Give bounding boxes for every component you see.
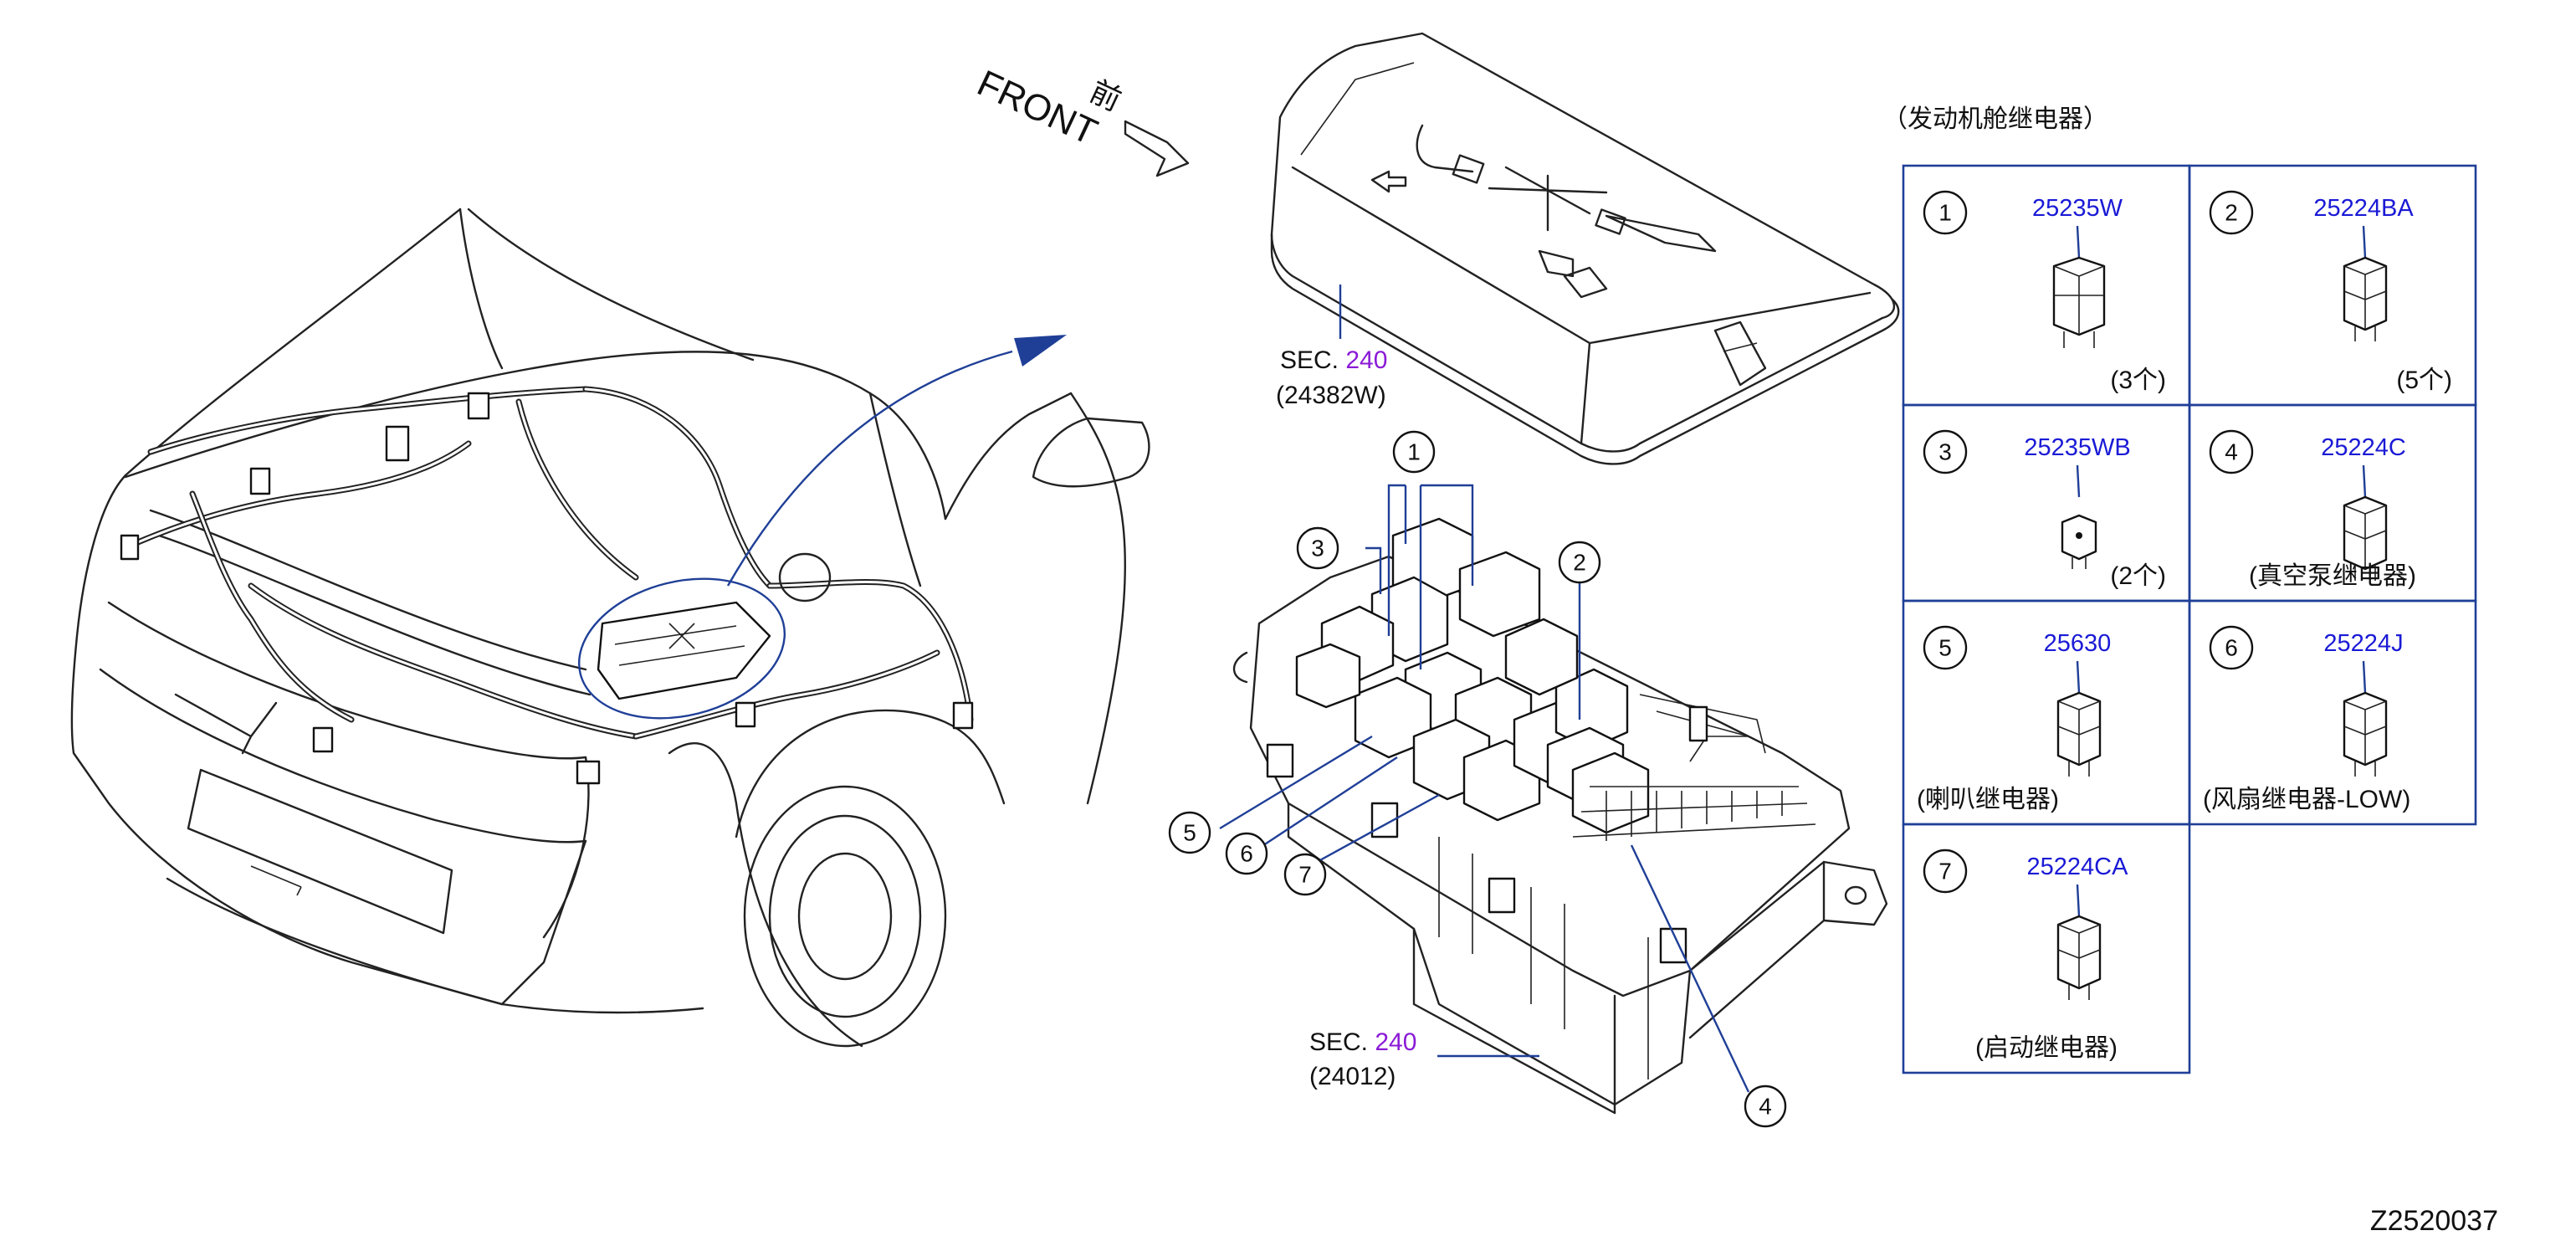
fuse-relay-box: SEC. 240 (24012): [1219, 484, 1888, 1115]
relay-note-1: (3个): [2110, 367, 2166, 394]
box-callout-6-label: 6: [1240, 841, 1253, 867]
front-direction-indicator: FRONT 前: [971, 63, 1190, 177]
box-callout-7-label: 7: [1298, 862, 1312, 888]
drawing-code: Z2520037: [2370, 1205, 2498, 1237]
box-callout-7: 7: [1283, 853, 1327, 896]
box-callout-5: 5: [1168, 811, 1211, 854]
relay-number-1: 1: [1938, 200, 1952, 226]
box-callout-2: 2: [1558, 541, 1601, 584]
relay-cell-2: 2 25224BA (5个): [2188, 164, 2477, 407]
cover-sec-number: 240: [1345, 346, 1387, 374]
fuse-box-cover: SEC. 240 (24382W): [1270, 32, 1900, 465]
table-title: （发动机舱继电器）: [1882, 105, 2108, 133]
box-sec-number: 240: [1375, 1028, 1416, 1056]
relay-part-number-6: 25224J: [2323, 630, 2403, 657]
front-arrow-icon: [1124, 120, 1190, 177]
box-callout-1-label: 1: [1407, 439, 1421, 465]
relay-note-3: (2个): [2110, 562, 2166, 590]
box-callout-2-label: 2: [1573, 550, 1586, 576]
relay-icon: [2052, 256, 2106, 348]
svg-text:SEC. 240: SEC. 240: [1309, 1028, 1416, 1056]
relay-note-2: (5个): [2396, 367, 2452, 394]
relay-part-number-2: 25224BA: [2313, 195, 2414, 222]
relay-icon: [2343, 691, 2388, 777]
relay-icon: [2061, 514, 2097, 569]
relay-note-7: (启动继电器): [1975, 1034, 2118, 1062]
relay-cell-5: 5 25630 (喇叭继电器): [1902, 599, 2191, 826]
relay-part-number-4: 25224C: [2321, 434, 2406, 461]
relay-number-3: 3: [1938, 439, 1952, 465]
relay-icon: [2056, 915, 2102, 1000]
relay-icon: [2056, 691, 2102, 777]
svg-text:SEC. 240: SEC. 240: [1280, 346, 1387, 374]
relay-part-number-1: 25235W: [2032, 195, 2123, 222]
relay-part-number-7: 25224CA: [2027, 854, 2129, 880]
relay-note-4: (真空泵继电器): [2249, 562, 2416, 590]
relay-number-6: 6: [2225, 635, 2238, 661]
relay-cell-6: 6 25224J (风扇继电器-LOW): [2188, 599, 2477, 826]
box-callout-1: 1: [1392, 430, 1436, 474]
box-sec-prefix: SEC.: [1309, 1028, 1368, 1056]
relay-cell-4: 4 25224C (真空泵继电器): [2188, 403, 2477, 602]
relay-note-6: (风扇继电器-LOW): [2203, 786, 2410, 813]
relay-cell-1: 1 25235W (3个): [1902, 164, 2191, 407]
front-label: FRONT: [971, 63, 1104, 153]
box-callout-5-label: 5: [1183, 820, 1196, 846]
box-callouts: 1 3 2 5 6 7 4: [1168, 430, 1787, 1128]
relay-part-number-5: 25630: [2044, 630, 2112, 657]
box-part-number: (24012): [1309, 1063, 1396, 1090]
relay-icon: [2343, 256, 2388, 341]
relay-note-5: (喇叭继电器): [1917, 786, 2059, 813]
box-callout-4-label: 4: [1759, 1094, 1772, 1120]
relay-cell-7: 7 25224CA (启动继电器): [1902, 823, 2191, 1074]
relay-part-number-3: 25235WB: [2024, 434, 2130, 461]
cover-sec-prefix: SEC.: [1280, 346, 1339, 374]
relay-cell-3: 3 25235WB (2个): [1902, 403, 2191, 602]
box-callout-4: 4: [1744, 1084, 1787, 1128]
car-front-illustration: [70, 208, 1150, 1048]
box-callout-3: 3: [1296, 526, 1339, 570]
relay-icon: [2343, 495, 2388, 581]
relay-number-4: 4: [2225, 439, 2238, 465]
relay-number-5: 5: [1938, 635, 1952, 661]
cover-part-number: (24382W): [1276, 382, 1386, 409]
relay-table: 1 25235W (3个) 2 25224BA (5个) 3 25235WB (2个) 4 2522…: [1902, 164, 2477, 1074]
relay-number-7: 7: [1938, 859, 1952, 885]
box-callout-3-label: 3: [1311, 536, 1324, 561]
box-callout-6: 6: [1225, 832, 1268, 875]
relay-number-2: 2: [2225, 200, 2238, 226]
